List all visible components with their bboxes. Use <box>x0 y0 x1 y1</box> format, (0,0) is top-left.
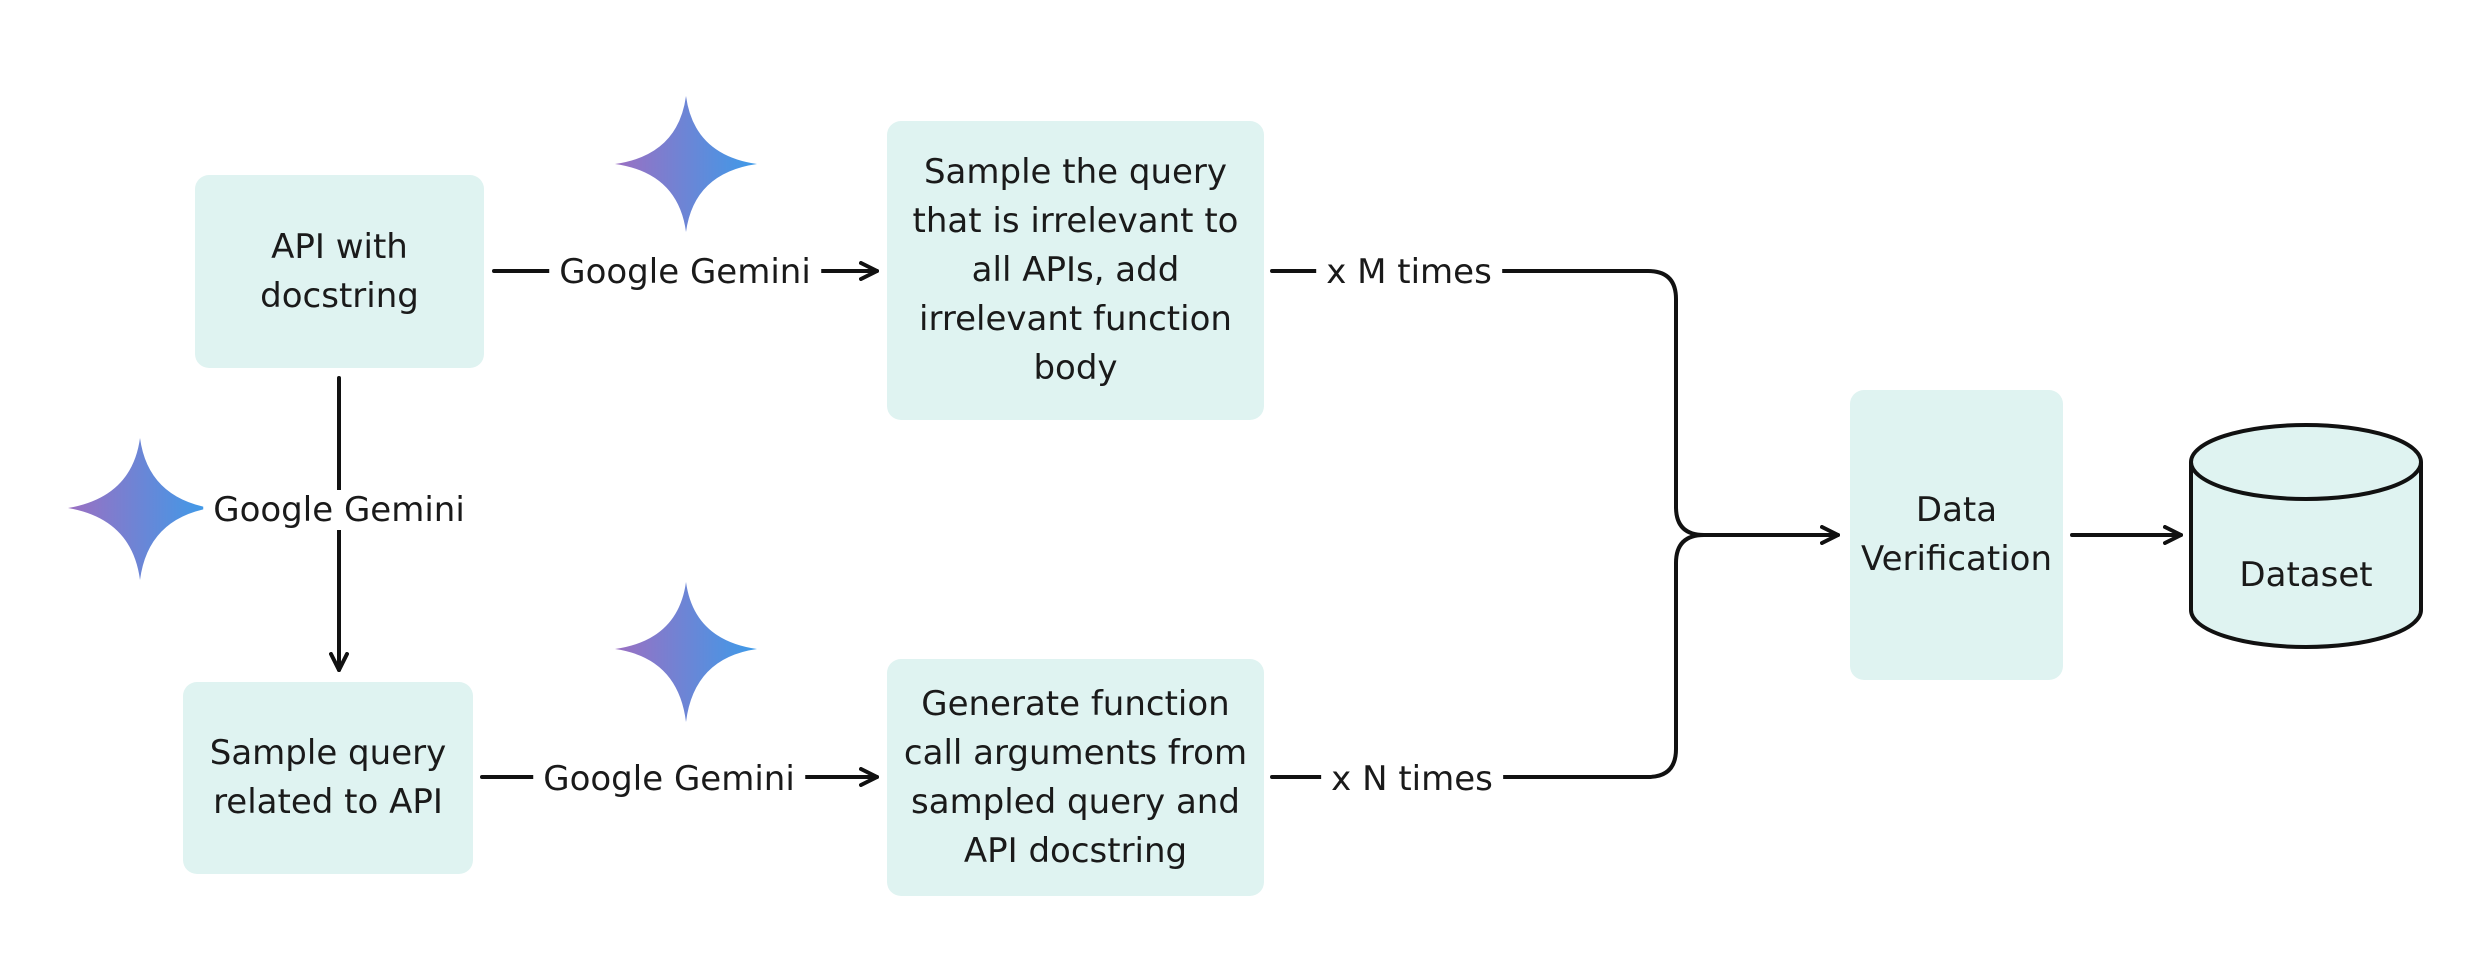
sample-related-query-box: Sample query related to API <box>183 682 473 874</box>
data-verification-box: Data Verification <box>1850 390 2063 680</box>
merge-brace-bottom <box>1498 533 1706 779</box>
gemini-sparkle-icon <box>68 438 210 580</box>
dataset-label: Dataset <box>2239 555 2373 595</box>
dataset-cylinder <box>2189 423 2423 649</box>
generate-arguments-text: Generate function call arguments from sa… <box>903 683 1248 871</box>
gemini-sparkle-icon <box>615 582 757 722</box>
generate-arguments-box: Generate function call arguments from sa… <box>887 659 1264 896</box>
edge-label-gemini-bottom: Google Gemini <box>533 759 805 799</box>
data-verification-text: Data Verification <box>1860 490 2053 579</box>
api-docstring-text: API with docstring <box>260 226 419 316</box>
sample-irrelevant-query-box: Sample the query that is irrelevant to a… <box>887 121 1264 420</box>
merge-brace-top <box>1498 269 1706 537</box>
api-docstring-box: API with docstring <box>195 175 484 368</box>
edge-label-gemini-left: Google Gemini <box>203 490 475 530</box>
gemini-sparkle-icon <box>615 96 757 232</box>
edge-label-gemini-top: Google Gemini <box>549 252 821 292</box>
sample-related-query-text: Sample query related to API <box>209 733 447 822</box>
edge-label-m-times: x M times <box>1316 252 1502 292</box>
edge-label-n-times: x N times <box>1321 759 1503 799</box>
sample-irrelevant-query-text: Sample the query that is irrelevant to a… <box>912 152 1239 388</box>
